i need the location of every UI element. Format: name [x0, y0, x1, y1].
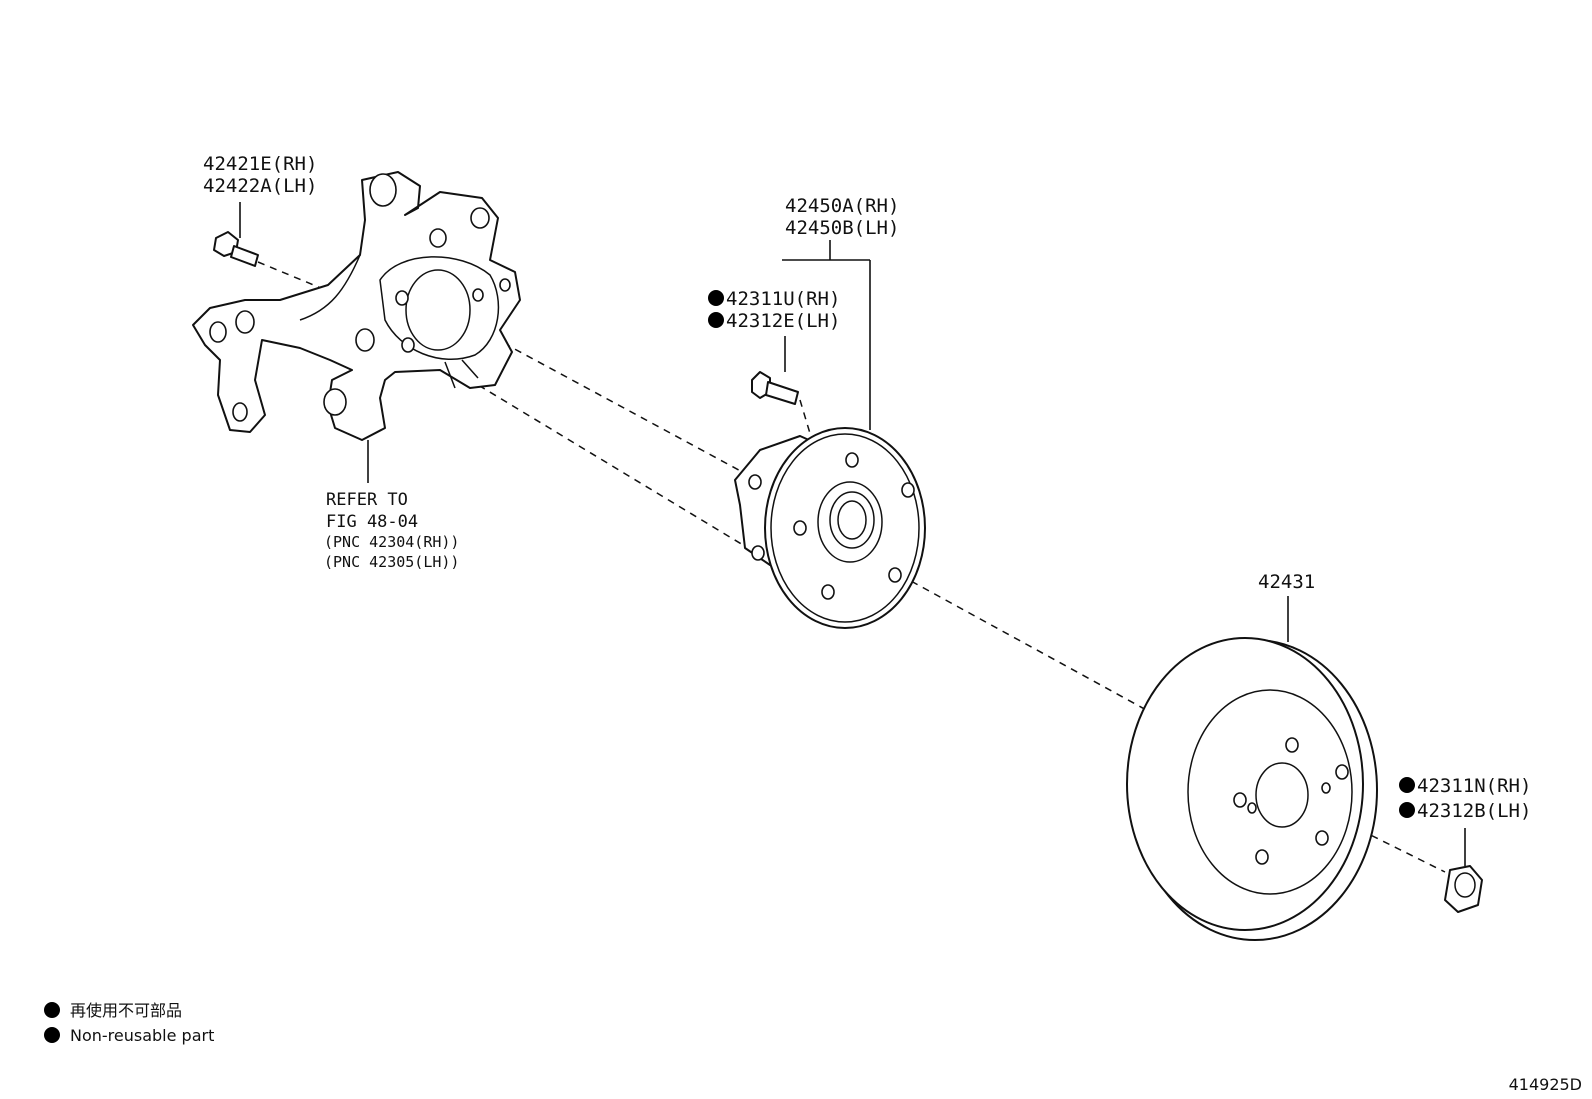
legend-english: Non-reusable part — [70, 1026, 214, 1045]
hub-nut-part — [1444, 865, 1483, 913]
knuckle-bolt-part — [213, 231, 259, 267]
label-hub-stud: 42311U(RH) 42312E(LH) — [708, 288, 840, 332]
non-reusable-dot-icon — [708, 312, 724, 328]
refer-figure: FIG 48-04 — [326, 512, 418, 532]
brake-disc — [1126, 637, 1378, 941]
refer-pnc-lh: (PNC 42305(LH)) — [324, 553, 459, 571]
refer-pnc-rh: (PNC 42304(RH)) — [324, 533, 459, 551]
part-number-lh: 42450B(LH) — [785, 217, 899, 239]
legend-japanese: 再使用不可部品 — [70, 1001, 182, 1020]
part-number-rh: 42450A(RH) — [785, 195, 899, 217]
refer-line: REFER TO — [326, 490, 408, 510]
label-brake-disc: 42431 — [1258, 571, 1315, 593]
part-number-rh: 42311U(RH) — [726, 288, 840, 310]
label-refer-to-figure: REFER TO FIG 48-04 (PNC 42304(RH)) (PNC … — [324, 490, 459, 571]
leader-lines — [239, 202, 1466, 866]
non-reusable-dot-icon — [44, 1027, 60, 1043]
part-number-lh: 42422A(LH) — [203, 175, 317, 197]
non-reusable-dot-icon — [44, 1002, 60, 1018]
non-reusable-dot-icon — [708, 290, 724, 306]
label-hub-assembly: 42450A(RH) 42450B(LH) — [785, 195, 899, 239]
part-number: 42431 — [1258, 571, 1315, 593]
part-number-lh: 42312E(LH) — [726, 310, 840, 332]
part-number-rh: 42311N(RH) — [1417, 775, 1531, 797]
steering-knuckle — [192, 171, 521, 441]
illustration-id: 414925D — [1509, 1075, 1582, 1094]
label-hub-nut: 42311N(RH) 42312B(LH) — [1399, 775, 1531, 822]
part-number-lh: 42312B(LH) — [1417, 800, 1531, 822]
hub-bearing-assembly — [734, 427, 926, 629]
label-knuckle-bolt: 42421E(RH) 42422A(LH) — [203, 153, 317, 197]
non-reusable-dot-icon — [1399, 802, 1415, 818]
legend: 再使用不可部品 Non-reusable part — [44, 1001, 214, 1045]
part-number-rh: 42421E(RH) — [203, 153, 317, 175]
hub-stud-part — [751, 371, 799, 405]
non-reusable-dot-icon — [1399, 777, 1415, 793]
